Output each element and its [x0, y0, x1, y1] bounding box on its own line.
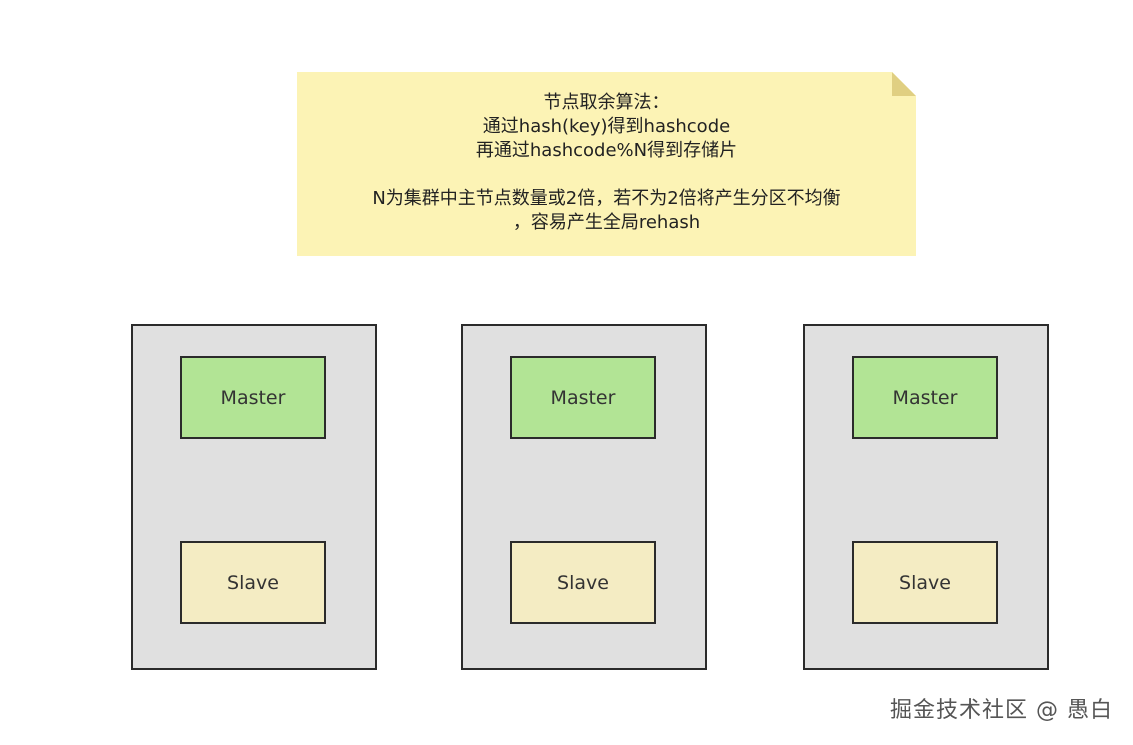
node-group-1: Master Slave	[131, 324, 377, 670]
slave-node-3: Slave	[852, 541, 998, 624]
note-line-hash: 通过hash(key)得到hashcode	[482, 116, 731, 137]
node-group-2: Master Slave	[461, 324, 707, 670]
slave-node-2: Slave	[510, 541, 656, 624]
node-group-3: Master Slave	[803, 324, 1049, 670]
note-line-title: 节点取余算法：	[543, 92, 670, 113]
note-text: 节点取余算法： 通过hash(key)得到hashcode 再通过hashcod…	[297, 91, 916, 235]
master-node-1: Master	[180, 356, 326, 439]
note-card: 节点取余算法： 通过hash(key)得到hashcode 再通过hashcod…	[297, 72, 916, 256]
note-line-modulo: 再通过hashcode%N得到存储片	[475, 140, 738, 161]
master-node-3: Master	[852, 356, 998, 439]
slave-node-1: Slave	[180, 541, 326, 624]
note-line-n: N为集群中主节点数量或2倍，若不为2倍将产生分区不均衡	[372, 188, 841, 209]
watermark: 掘金技术社区 @ 愚白	[890, 698, 1113, 723]
note-line-rehash: ，容易产生全局rehash	[512, 212, 701, 233]
master-node-2: Master	[510, 356, 656, 439]
note-line-blank	[297, 163, 916, 187]
note-shape	[297, 72, 916, 256]
